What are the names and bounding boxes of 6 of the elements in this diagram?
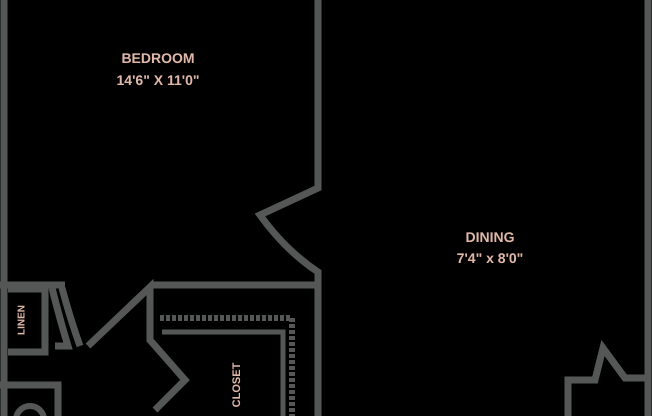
room-name: CLOSET <box>231 362 243 408</box>
room-name: BEDROOM <box>121 50 195 66</box>
room-name: LINEN <box>16 305 28 335</box>
room-dimensions: 7'4" x 8'0" <box>456 250 524 266</box>
room-dimensions: 14'6" X 11'0" <box>116 72 200 88</box>
room-name: DINING <box>466 229 514 245</box>
